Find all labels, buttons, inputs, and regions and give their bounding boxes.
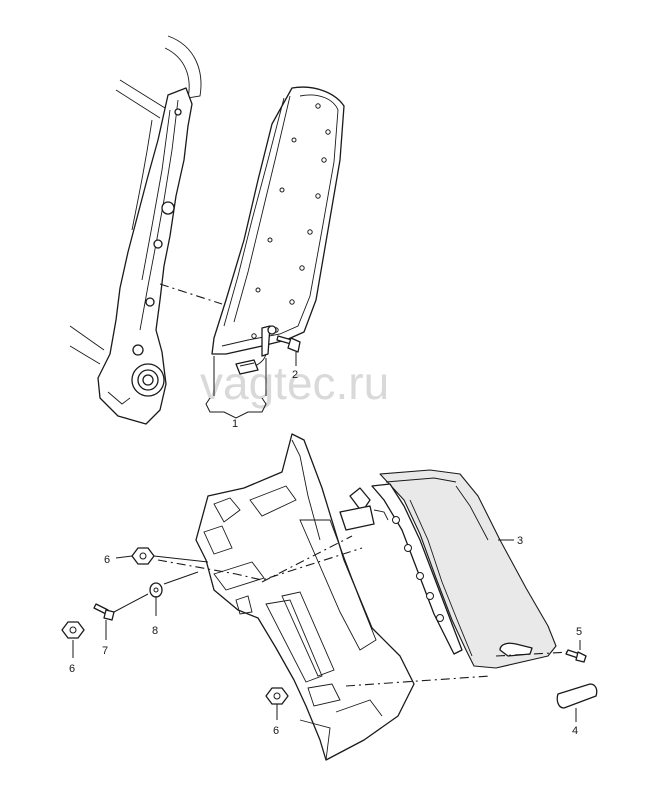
nut-part-6-left <box>61 621 85 639</box>
callout-1: 1 <box>232 418 238 430</box>
callout-3: 3 <box>517 535 523 547</box>
bolt-part-2 <box>276 335 301 353</box>
callout-5: 5 <box>576 626 582 638</box>
callout-bracket-1 <box>205 397 267 419</box>
callout-7: 7 <box>102 645 108 657</box>
nut-part-6-bottom <box>265 687 289 705</box>
seat-frame <box>69 35 202 425</box>
watermark: vagtec.ru <box>200 357 389 409</box>
washer-part-8 <box>149 582 163 598</box>
callout-8: 8 <box>152 625 158 637</box>
callout-6b: 6 <box>69 663 75 675</box>
airbag-connector <box>235 353 267 375</box>
pillar-structure <box>195 433 415 761</box>
callout-2: 2 <box>292 369 298 381</box>
cap-part-4 <box>556 683 598 709</box>
trim-panel-part-3 <box>379 469 557 669</box>
side-airbag-module <box>211 86 345 357</box>
console-bracket <box>371 483 463 655</box>
screw-part-5 <box>565 649 587 663</box>
callout-6a: 6 <box>104 554 110 566</box>
callout-4: 4 <box>572 725 578 737</box>
nut-part-6-upper <box>131 547 155 565</box>
callout-6c: 6 <box>273 725 279 737</box>
screw-part-7 <box>93 603 115 621</box>
